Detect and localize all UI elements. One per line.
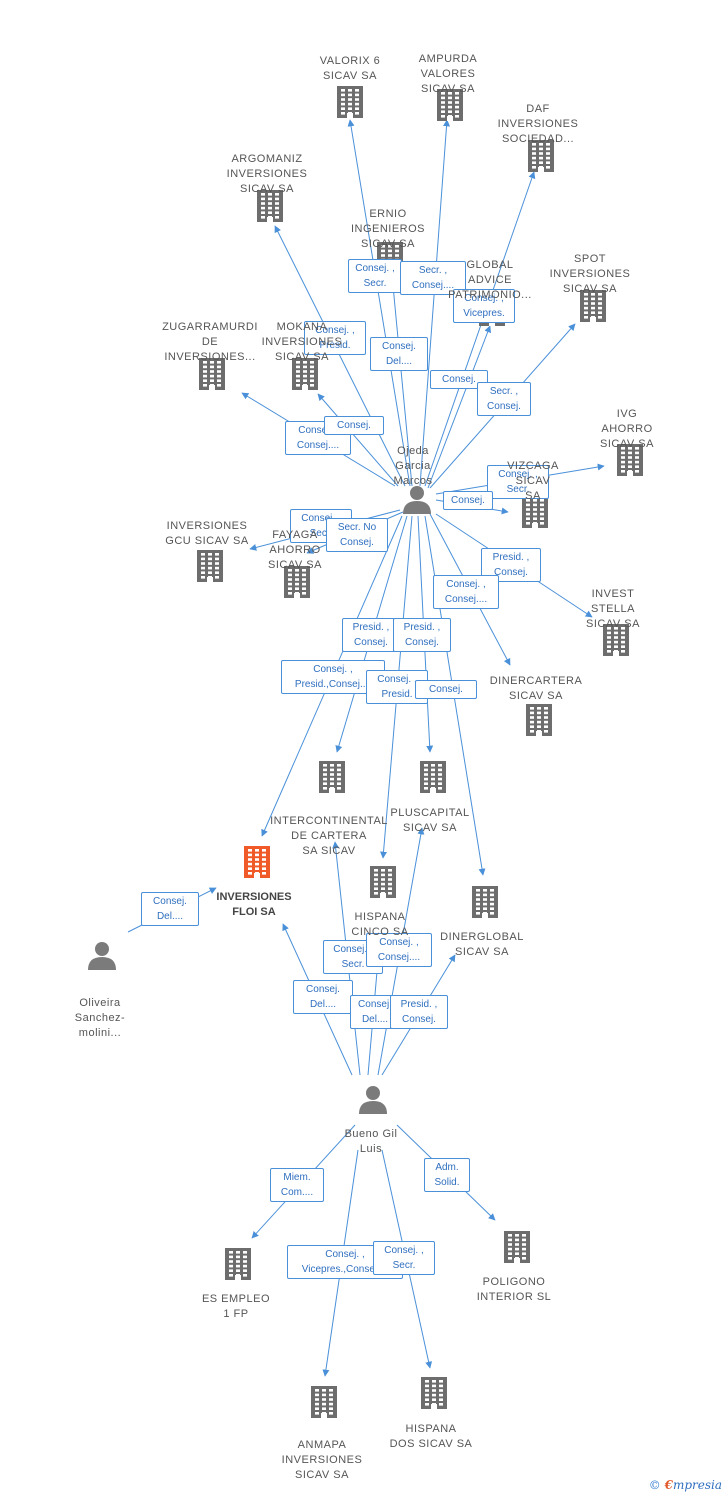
building-icon-argomaniz[interactable] bbox=[257, 190, 283, 222]
person-icon-ojeda[interactable] bbox=[403, 486, 431, 514]
edge-ojeda-to-ernio bbox=[389, 274, 413, 487]
node-label-oliveira[interactable]: Oliveira Sanchez- molini... bbox=[74, 997, 126, 1039]
node-label-floi[interactable]: INVERSIONES FLOI SA bbox=[216, 891, 292, 918]
node-label-ojeda[interactable]: Ojeda Garcia Marcos bbox=[393, 445, 433, 487]
node-label-esempleo[interactable]: ES EMPLEO 1 FP bbox=[201, 1293, 271, 1320]
edge-label-bueno-to-dinerglobal[interactable]: Presid. , Consej. bbox=[390, 995, 448, 1029]
node-label-hispanacinco[interactable]: HISPANA CINCO SA bbox=[351, 911, 409, 938]
building-icon-dinercartera[interactable] bbox=[526, 704, 552, 736]
nodes-layer bbox=[88, 86, 643, 1418]
building-icon-intercontinental[interactable] bbox=[319, 761, 345, 793]
building-icon-valorix[interactable] bbox=[337, 86, 363, 118]
person-icon-bueno[interactable] bbox=[359, 1086, 387, 1114]
node-label-dinercartera[interactable]: DINERCARTERA SICAV SA bbox=[489, 675, 583, 702]
edge-label-ojeda-to-global[interactable]: Consej. bbox=[430, 370, 488, 389]
building-icon-esempleo[interactable] bbox=[225, 1248, 251, 1280]
node-label-valorix[interactable]: VALORIX 6 SICAV SA bbox=[319, 55, 381, 82]
building-icon-dinerglobal[interactable] bbox=[472, 886, 498, 918]
edge-label-ojeda-to-pluscapital[interactable]: Presid. , Consej. bbox=[393, 618, 451, 652]
brand-initial: € bbox=[664, 1478, 673, 1492]
edge-ojeda-to-ampurda bbox=[419, 119, 451, 487]
node-label-fayaga[interactable]: FAYAGA AHORRO SICAV SA bbox=[268, 529, 322, 571]
building-icon-poligono[interactable] bbox=[504, 1231, 530, 1263]
node-label-mokana[interactable]: MOKANA INVERSIONES SICAV SA bbox=[261, 321, 343, 363]
edge-label-ojeda-to-ivg[interactable]: Consej. , Secr. bbox=[487, 465, 549, 499]
node-label-hispanados[interactable]: HISPANA DOS SICAV SA bbox=[389, 1423, 473, 1450]
person-icon-oliveira[interactable] bbox=[88, 942, 116, 970]
node-label-ivg[interactable]: IVG AHORRO SICAV SA bbox=[600, 408, 654, 450]
edge-label-ojeda-to-vizcaga[interactable]: Consej. bbox=[443, 491, 493, 510]
edges-layer bbox=[127, 119, 605, 1377]
building-icon-investstella[interactable] bbox=[603, 624, 629, 656]
edge-label-ojeda-to-dinerglobal[interactable]: Consej. bbox=[415, 680, 477, 699]
node-label-bueno[interactable]: Bueno Gil Luis bbox=[344, 1128, 398, 1155]
building-icon-floi[interactable] bbox=[244, 846, 270, 878]
edge-ojeda-to-mokana bbox=[317, 393, 399, 487]
node-label-daf[interactable]: DAF INVERSIONES SOCIEDAD... bbox=[497, 103, 579, 145]
edge-label-ojeda-to-argomaniz[interactable]: Consej. , Presid. bbox=[304, 321, 366, 355]
building-icon-inversionesgcu[interactable] bbox=[197, 550, 223, 582]
building-icon-ivg[interactable] bbox=[617, 444, 643, 476]
node-label-anmapa[interactable]: ANMAPA INVERSIONES SICAV SA bbox=[281, 1439, 363, 1481]
node-label-poligono[interactable]: POLIGONO INTERIOR SL bbox=[476, 1276, 552, 1303]
watermark: © €mpresia bbox=[649, 1478, 722, 1492]
building-icon-anmapa[interactable] bbox=[311, 1386, 337, 1418]
edge-label-bueno-to-pluscapital[interactable]: Consej. , Consej.... bbox=[366, 933, 432, 967]
node-label-ampurda[interactable]: AMPURDA VALORES SICAV SA bbox=[418, 53, 478, 95]
edge-label-ojeda-to-intercontinental[interactable]: Presid. , Consej. bbox=[342, 618, 400, 652]
edge-label-ojeda-to-valorix[interactable]: Consej. , Secr. bbox=[348, 259, 402, 293]
copyright-symbol: © bbox=[648, 1478, 661, 1492]
edge-label-ojeda-to-ernio[interactable]: Consej. Del.... bbox=[370, 337, 428, 371]
node-label-spot[interactable]: SPOT INVERSIONES SICAV SA bbox=[549, 253, 631, 295]
edge-label-ojeda-to-dinercartera[interactable]: Consej. , Consej.... bbox=[433, 575, 499, 609]
brand-name: mpresia bbox=[672, 1478, 722, 1492]
edge-ojeda-to-global bbox=[427, 325, 492, 489]
edge-label-oliveira-to-floi[interactable]: Consej. Del.... bbox=[141, 892, 199, 926]
node-label-argomaniz[interactable]: ARGOMANIZ INVERSIONES SICAV SA bbox=[226, 153, 308, 195]
edge-label-ojeda-to-spot[interactable]: Secr. , Consej. bbox=[477, 382, 531, 416]
building-icon-hispanacinco[interactable] bbox=[370, 866, 396, 898]
edge-label-ojeda-to-mokana[interactable]: Consej. bbox=[324, 416, 384, 435]
building-icon-spot[interactable] bbox=[580, 290, 606, 322]
edge-ojeda-to-argomaniz bbox=[274, 225, 406, 487]
edge-ojeda-to-valorix bbox=[347, 119, 411, 487]
node-label-investstella[interactable]: INVEST STELLA SICAV SA bbox=[586, 588, 640, 630]
building-icon-fayaga[interactable] bbox=[284, 566, 310, 598]
edge-label-bueno-to-poligono[interactable]: Adm. Solid. bbox=[424, 1158, 470, 1192]
node-label-inversionesgcu[interactable]: INVERSIONES GCU SICAV SA bbox=[165, 520, 249, 547]
node-label-intercontinental[interactable]: INTERCONTINENTAL DE CARTERA SA SICAV bbox=[270, 815, 388, 857]
building-icon-pluscapital[interactable] bbox=[420, 761, 446, 793]
edge-label-bueno-to-hispanados[interactable]: Consej. , Secr. bbox=[373, 1241, 435, 1275]
node-label-pluscapital[interactable]: PLUSCAPITAL SICAV SA bbox=[390, 807, 470, 834]
edge-label-ojeda-to-fayaga[interactable]: Secr. No Consej. bbox=[326, 518, 388, 552]
edge-label-ojeda-to-daf[interactable]: Consej. , Vicepres. bbox=[453, 289, 515, 323]
edge-label-bueno-to-esempleo[interactable]: Miem. Com.... bbox=[270, 1168, 324, 1202]
node-label-global[interactable]: GLOBAL ADVICE PATRIMONIO... bbox=[448, 259, 532, 301]
node-label-vizcaga[interactable]: VIZCAGA SICAV SA bbox=[507, 460, 559, 502]
edge-label-bueno-to-floi[interactable]: Consej. Del.... bbox=[293, 980, 353, 1014]
building-icon-zugarramurdi[interactable] bbox=[199, 358, 225, 390]
building-icon-ampurda[interactable] bbox=[437, 89, 463, 121]
node-label-zugarramurdi[interactable]: ZUGARRAMURDI DE INVERSIONES... bbox=[162, 321, 258, 363]
building-icon-daf[interactable] bbox=[528, 140, 554, 172]
building-icon-hispanados[interactable] bbox=[421, 1377, 447, 1409]
node-label-dinerglobal[interactable]: DINERGLOBAL SICAV SA bbox=[440, 931, 524, 958]
edge-ojeda-to-daf bbox=[424, 171, 536, 487]
building-icon-mokana[interactable] bbox=[292, 358, 318, 390]
node-label-ernio[interactable]: ERNIO INGENIEROS SICAV SA bbox=[350, 208, 426, 250]
building-icon-vizcaga[interactable] bbox=[522, 496, 548, 528]
